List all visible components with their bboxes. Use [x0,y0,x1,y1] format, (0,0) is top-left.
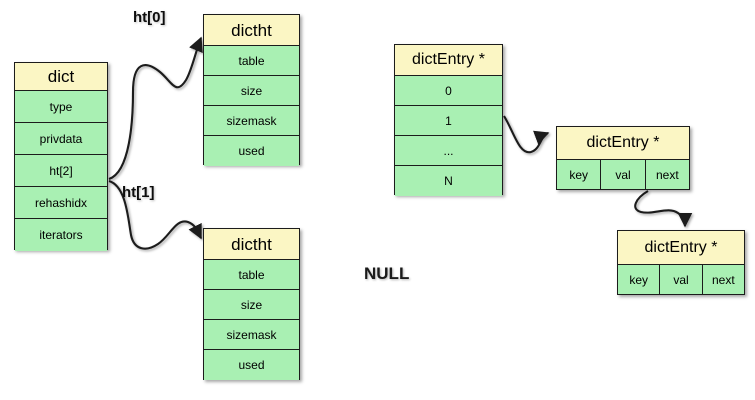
table-slot-n: N [395,166,502,196]
node-dictht-0-header: dictht [204,15,299,46]
node-dictht-0[interactable]: dictht table size sizemask used [203,14,300,166]
node-dictht-1-field-used: used [204,350,299,380]
node-dictht-0-field-table: table [204,46,299,76]
node-dict-header: dict [15,63,107,91]
node-dictentry-3-cell-val: val [660,265,703,294]
node-dictht-1-header: dictht [204,229,299,260]
node-dict-field-ht: ht[2] [15,155,107,187]
node-dictentry-2-cells: key val next [557,160,689,189]
node-dictentry-3-header: dictEntry * [618,231,744,265]
node-dictht-1[interactable]: dictht table size sizemask used [203,228,300,380]
node-dict-field-iterators: iterators [15,219,107,251]
node-dictentry-2-cell-val: val [601,160,646,189]
node-dictht-0-field-used: used [204,136,299,166]
node-dictentry-table-array[interactable]: dictEntry * 0 1 ... N [394,44,503,196]
node-dictentry-3[interactable]: dictEntry * key val next [617,230,745,295]
table-slot-1: 1 [395,106,502,136]
node-dict-field-rehashidx: rehashidx [15,187,107,219]
node-dictht-0-field-size: size [204,76,299,106]
node-dictentry-2[interactable]: dictEntry * key val next [556,126,690,190]
node-dictentry-2-cell-key: key [557,160,602,189]
table-slot-0: 0 [395,76,502,106]
node-dictentry-table-array-header: dictEntry * [395,45,502,76]
node-dictentry-2-cell-next: next [645,160,689,189]
edge-label-ht1: ht[1] [122,184,155,201]
edge-dict-ht0-to-dictht0 [108,36,203,180]
node-dictht-1-field-table: table [204,260,299,290]
edge-label-ht0: ht[0] [133,9,166,26]
table-slot-ellipsis: ... [395,136,502,166]
null-label: NULL [364,264,410,283]
node-dictentry-3-cells: key val next [618,265,744,294]
edge-entry2-next-to-entry3 [634,190,693,228]
node-dictht-1-field-sizemask: sizemask [204,320,299,350]
node-dictentry-3-cell-next: next [702,265,744,294]
node-dictht-1-field-size: size [204,290,299,320]
node-dictentry-3-cell-key: key [618,265,661,294]
node-dictentry-2-header: dictEntry * [557,127,689,160]
node-dict[interactable]: dict type privdata ht[2] rehashidx itera… [14,62,108,251]
edge-array-slot1-to-entry2 [503,115,550,154]
node-dict-field-type: type [15,91,107,123]
node-dictht-0-field-sizemask: sizemask [204,106,299,136]
node-dict-field-privdata: privdata [15,123,107,155]
